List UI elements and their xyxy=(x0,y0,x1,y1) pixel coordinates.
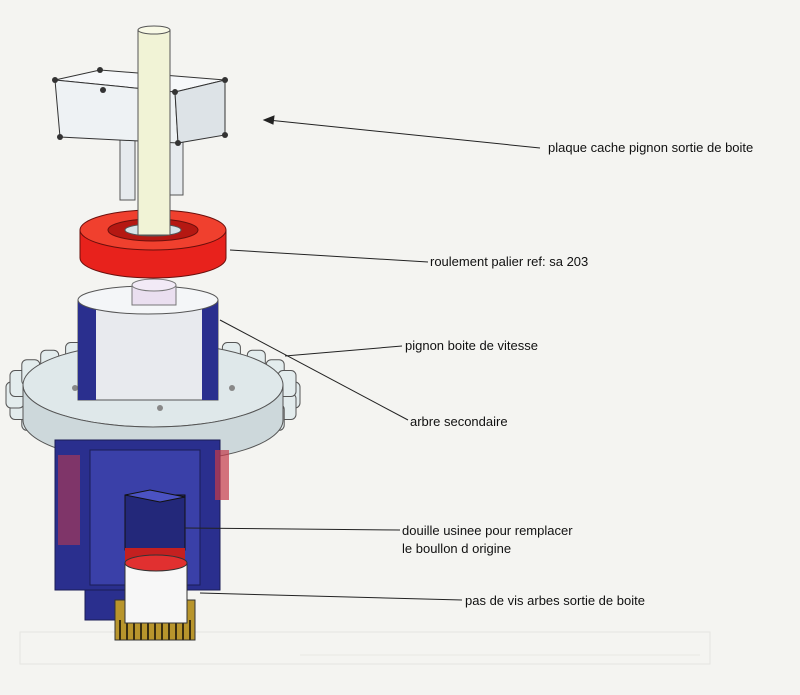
leader-plaque-arrowhead xyxy=(262,115,275,125)
secondary-shaft-hub xyxy=(77,278,219,401)
label-pas-de-vis: pas de vis arbes sortie de boite xyxy=(465,593,645,608)
label-pignon: pignon boite de vitesse xyxy=(405,338,538,353)
leader-pas-de-vis xyxy=(199,592,463,601)
plate-corner-markers xyxy=(52,67,228,146)
main-shaft xyxy=(137,25,171,236)
label-plaque: plaque cache pignon sortie de boite xyxy=(548,140,754,155)
label-douille-line1: douille usinee pour remplacer xyxy=(402,523,573,538)
label-douille: douille usinee pour remplacer le boullon… xyxy=(402,522,573,558)
leader-douille xyxy=(184,527,401,531)
label-arbre: arbre secondaire xyxy=(410,414,508,429)
leader-pignon xyxy=(284,345,403,357)
label-roulement: roulement palier ref: sa 203 xyxy=(430,254,589,269)
label-douille-line2: le boullon d origine xyxy=(402,541,512,556)
threaded-output-shaft xyxy=(114,554,196,641)
machined-bushing xyxy=(124,489,186,564)
leader-lines xyxy=(184,115,541,601)
leader-plaque xyxy=(267,119,541,149)
leader-roulement xyxy=(229,249,429,263)
paper-artifacts xyxy=(19,631,711,665)
leader-arbre xyxy=(219,319,409,421)
